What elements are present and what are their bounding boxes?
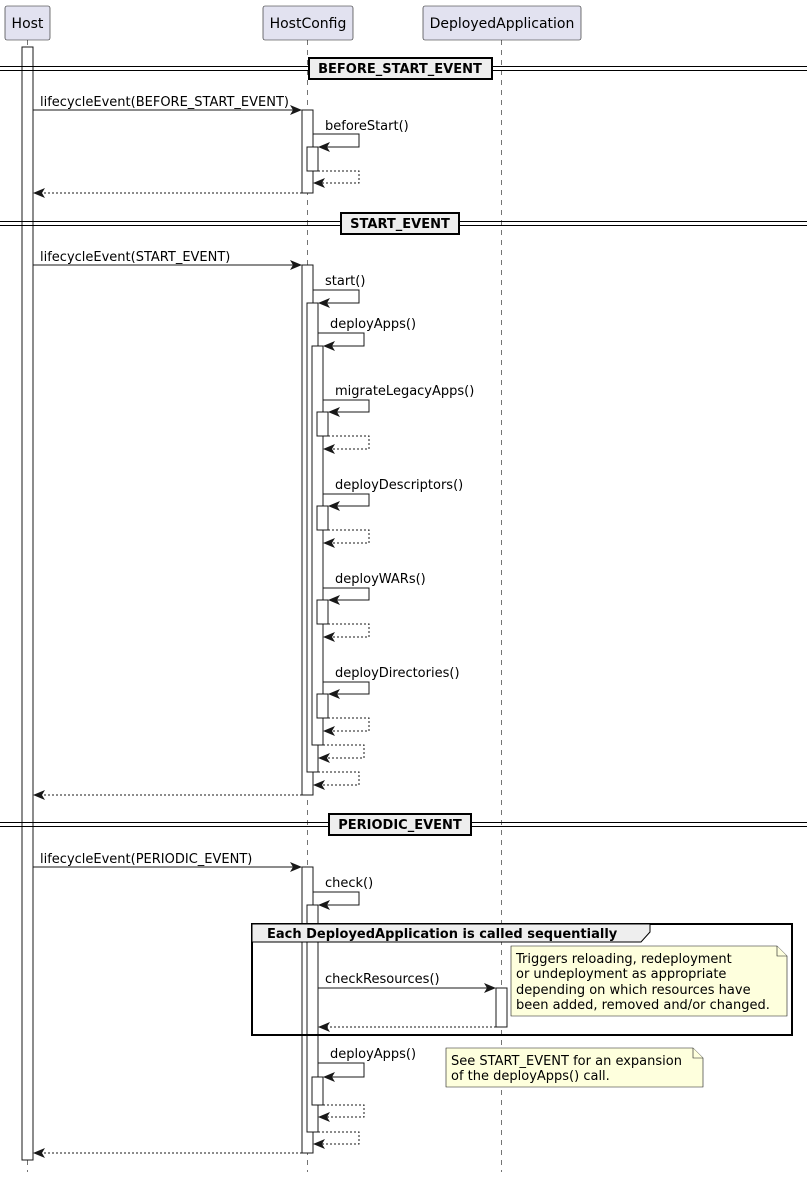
note-line: of the deployApps() call.	[451, 1069, 610, 1084]
message-label: beforeStart()	[325, 119, 409, 134]
divider-label: BEFORE_START_EVENT	[318, 62, 482, 77]
self-message-arrow	[313, 289, 360, 308]
note-line: depending on which resources have	[516, 983, 751, 998]
participant-host: Host	[4, 5, 51, 41]
participant-label: HostConfig	[270, 16, 347, 32]
message-label: checkResources()	[325, 972, 440, 987]
self-message-arrow	[318, 332, 365, 351]
divider-before-start: BEFORE_START_EVENT	[0, 57, 807, 80]
return-arrow	[318, 744, 365, 763]
note-check-resources: Triggers reloading, redeployment or unde…	[510, 945, 788, 1017]
note-line: been added, removed and/or changed.	[516, 998, 770, 1013]
divider-periodic: PERIODIC_EVENT	[0, 813, 807, 836]
message-label: deployDescriptors()	[335, 478, 463, 493]
call-deploy-directories: deployDirectories()	[316, 666, 460, 736]
message-label: check()	[325, 876, 373, 891]
note-line: See START_EVENT for an expansion	[451, 1054, 682, 1069]
participant-hostconfig: HostConfig	[262, 5, 354, 41]
self-message-arrow	[313, 133, 360, 152]
participant-label: DeployedApplication	[430, 16, 575, 32]
self-message-arrow	[313, 891, 360, 910]
message-label: deployApps()	[330, 1047, 416, 1062]
message-label: start()	[325, 274, 365, 289]
activation-hostconfig-nested	[306, 146, 319, 172]
call-deploy-descriptors: deployDescriptors()	[316, 478, 463, 548]
call-deploy-wars: deployWARs()	[316, 572, 426, 642]
self-message-arrow	[318, 1062, 365, 1082]
message-label: lifecycleEvent(BEFORE_START_EVENT)	[40, 95, 289, 110]
message-label: deployApps()	[330, 317, 416, 332]
divider-label: START_EVENT	[350, 217, 450, 232]
divider-label: PERIODIC_EVENT	[338, 818, 462, 833]
message-label: migrateLegacyApps()	[335, 384, 474, 399]
group-sequential: Each DeployedApplication is called seque…	[251, 923, 793, 1036]
message-label: deployWARs()	[335, 572, 426, 587]
note-line: or undeployment as appropriate	[516, 967, 726, 982]
group-label: Each DeployedApplication is called seque…	[267, 927, 618, 942]
message-label: deployDirectories()	[335, 666, 460, 681]
return-arrow	[318, 1104, 365, 1122]
participant-label: Host	[12, 16, 44, 32]
activation-host	[21, 46, 34, 1161]
message-label: lifecycleEvent(START_EVENT)	[40, 250, 230, 265]
note-deploy-apps: See START_EVENT for an expansion of the …	[445, 1047, 704, 1088]
note-line: Triggers reloading, redeployment	[515, 952, 732, 967]
return-arrow	[313, 170, 360, 188]
activation-deployapps	[311, 345, 324, 746]
divider-start: START_EVENT	[0, 212, 807, 235]
message-label: lifecycleEvent(PERIODIC_EVENT)	[40, 852, 252, 867]
activation-check	[306, 904, 319, 1133]
participant-deployedapplication: DeployedApplication	[422, 5, 582, 41]
activation-deployapps	[311, 1076, 324, 1106]
call-migrate-legacy-apps: migrateLegacyApps()	[316, 384, 474, 454]
return-arrow	[313, 1131, 360, 1149]
activation-deployedapplication	[495, 987, 508, 1028]
return-arrow	[313, 771, 360, 790]
